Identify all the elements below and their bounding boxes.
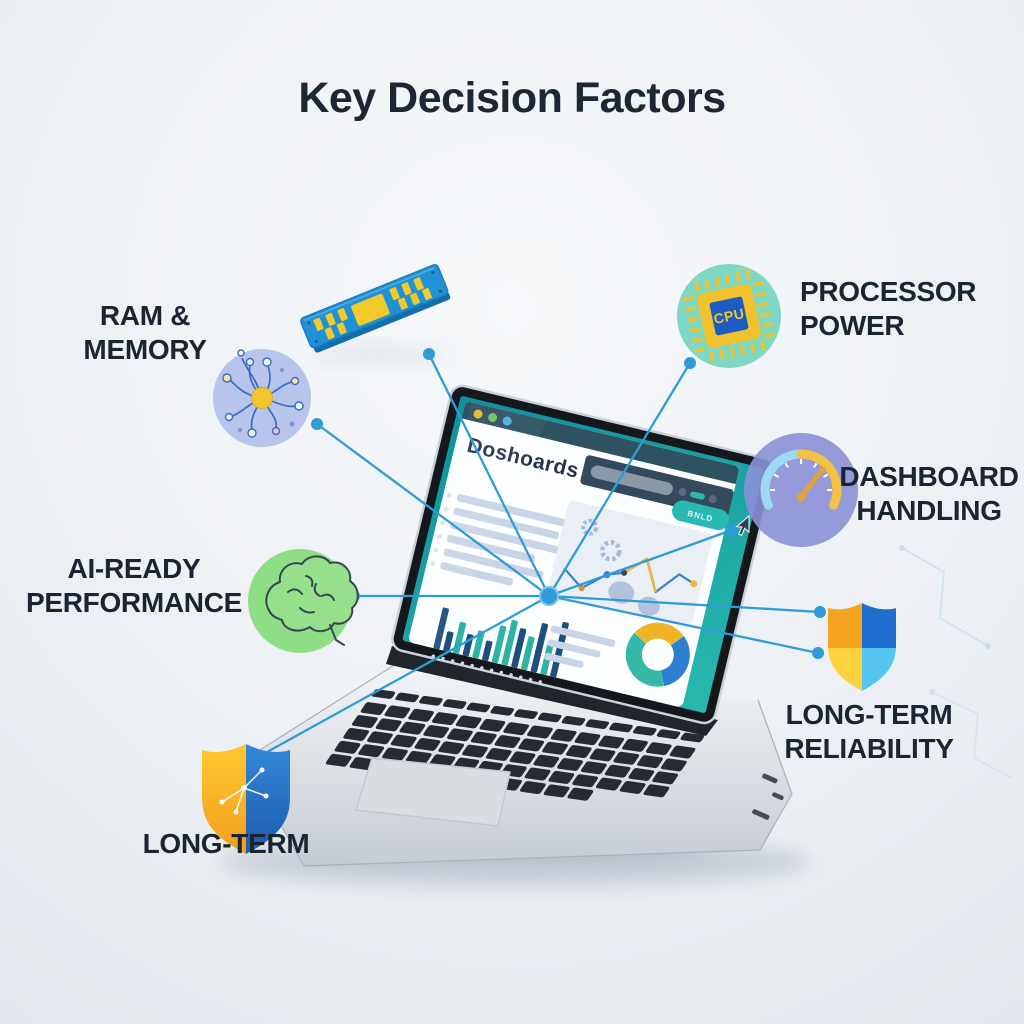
callout-line: HANDLING bbox=[856, 495, 1002, 526]
window-controls[interactable] bbox=[473, 409, 513, 427]
laptop-hinge bbox=[386, 646, 718, 736]
callout-line: MEMORY bbox=[83, 334, 207, 365]
ram-screws bbox=[307, 271, 443, 344]
callout-label-ai: AI-READY PERFORMANCE bbox=[26, 552, 242, 620]
callout-line: PROCESSOR bbox=[800, 276, 977, 307]
action-button[interactable]: BNLD bbox=[670, 498, 731, 532]
brain-icon bbox=[248, 549, 359, 653]
neural-network-icon bbox=[213, 349, 311, 447]
callout-label-reliability: LONG-TERM RELIABILITY bbox=[784, 698, 954, 766]
ram-stick-icon bbox=[300, 264, 451, 353]
callout-line: DASHBOARD bbox=[839, 461, 1019, 492]
nav-dot-1[interactable] bbox=[678, 487, 688, 497]
search-pill[interactable] bbox=[589, 464, 674, 496]
gauge-ticks bbox=[770, 459, 832, 491]
callout-line: RELIABILITY bbox=[784, 733, 954, 764]
callout-label-processor: PROCESSOR POWER bbox=[800, 275, 977, 343]
nav-toggle[interactable] bbox=[690, 491, 706, 500]
cpu-chip-icon: CPU bbox=[677, 264, 781, 368]
gauge-icon bbox=[744, 433, 858, 547]
nav-bar bbox=[580, 455, 734, 519]
callout-line: AI-READY bbox=[67, 553, 201, 584]
laptop: Doshoards bbox=[243, 384, 793, 867]
background-circuit-traces bbox=[899, 545, 1013, 779]
callout-line: POWER bbox=[800, 310, 905, 341]
window-dot-3[interactable] bbox=[502, 416, 513, 427]
cursor-icon bbox=[735, 514, 750, 537]
laptop-trackpad bbox=[355, 757, 511, 827]
callout-line: PERFORMANCE bbox=[25, 587, 243, 618]
ram-stick-shadow bbox=[310, 346, 450, 362]
ram-chips bbox=[313, 277, 433, 340]
callout-line: LONG-TERM bbox=[785, 699, 953, 730]
window-dot-2[interactable] bbox=[487, 412, 498, 423]
callout-label-ram: RAM & MEMORY bbox=[83, 299, 206, 367]
skeleton-text-block bbox=[430, 493, 577, 586]
mini-donut-chart bbox=[625, 622, 690, 687]
gauge-needle bbox=[798, 466, 826, 500]
panel-bubble-1 bbox=[608, 581, 635, 604]
skeleton-text-block-2 bbox=[544, 625, 616, 668]
hub-node bbox=[539, 586, 559, 606]
quadrant-shield-icon bbox=[828, 603, 896, 691]
screen-glare bbox=[407, 402, 548, 650]
callout-line: RAM & bbox=[99, 300, 191, 331]
nav-dot-2[interactable] bbox=[708, 494, 718, 504]
callout-label-dashboard: DASHBOARD HANDLING bbox=[839, 460, 1019, 528]
widget-panel bbox=[548, 500, 713, 627]
page-title: Key Decision Factors bbox=[298, 74, 726, 122]
callout-label-longterm: LONG-TERM bbox=[143, 827, 310, 861]
callout-line: LONG-TERM bbox=[142, 828, 310, 859]
cpu-label: CPU bbox=[712, 305, 746, 327]
laptop-ports bbox=[752, 773, 784, 820]
window-dot-1[interactable] bbox=[473, 409, 484, 420]
window-chrome-bar bbox=[461, 402, 739, 485]
gear-icon bbox=[581, 518, 622, 562]
connector-lines bbox=[252, 348, 826, 763]
